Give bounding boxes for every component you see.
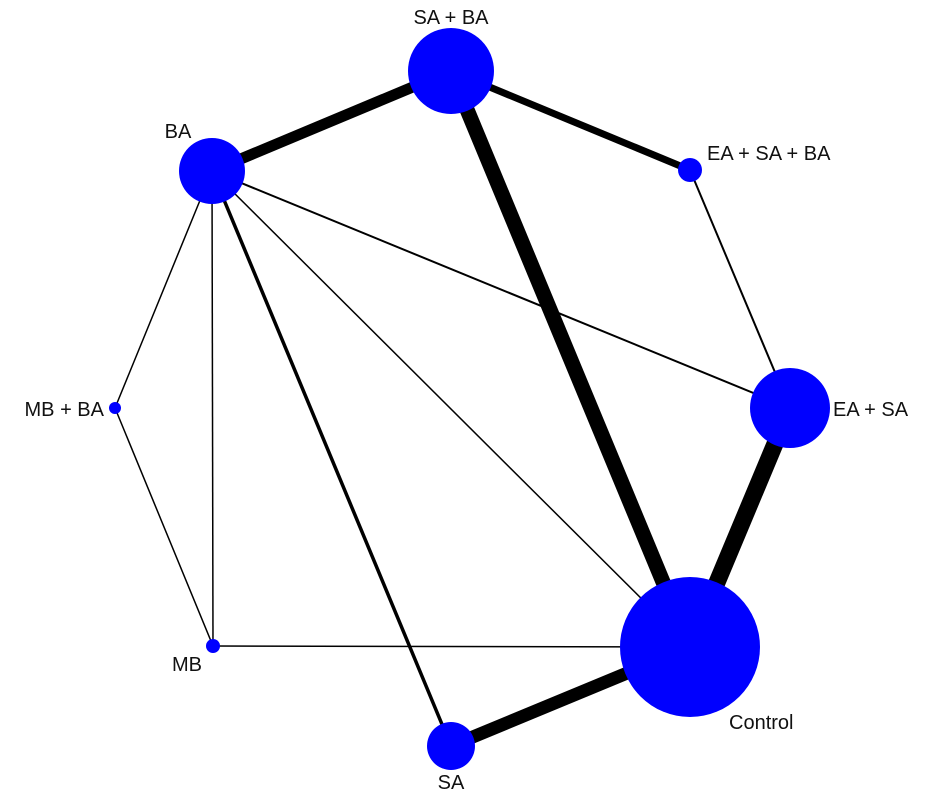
- edge-mb_ba-mb: [114, 407, 214, 647]
- node-sa: [427, 722, 475, 770]
- node-label-ba: BA: [165, 121, 192, 143]
- node-control: [620, 577, 760, 717]
- node-label-ea_sa: EA + SA: [833, 399, 909, 421]
- edge-ba-sa_ba: [209, 65, 454, 177]
- edge-ba-control: [211, 170, 691, 648]
- edge-ba-ea_sa: [211, 170, 791, 409]
- edge-ba-mb: [211, 170, 214, 647]
- node-ea_sa: [750, 368, 830, 448]
- node-label-sa: SA: [438, 772, 465, 794]
- edge-sa_ba-control: [444, 68, 697, 650]
- labels-layer: SA + BA BA EA + SA + BA MB + BA EA + SA MB Con…: [25, 7, 909, 794]
- edge-ba-sa: [210, 170, 453, 747]
- node-label-control: Control: [729, 712, 793, 734]
- node-label-mb_ba: MB + BA: [25, 399, 105, 421]
- node-sa_ba: [408, 28, 494, 114]
- edge-sa_ba-ea_sa_ba: [449, 67, 692, 174]
- node-label-mb: MB: [172, 654, 202, 676]
- edge-ba-mb_ba: [114, 170, 213, 409]
- node-mb_ba: [109, 402, 121, 414]
- node-ba: [179, 138, 245, 204]
- node-ea_sa_ba: [678, 158, 702, 182]
- node-label-ea_sa_ba: EA + SA + BA: [707, 143, 831, 165]
- edge-mb-control: [212, 645, 691, 648]
- edge-ea_sa_ba-ea_sa: [689, 169, 791, 409]
- node-mb: [206, 639, 220, 653]
- node-label-sa_ba: SA + BA: [413, 7, 489, 29]
- nodes-layer: [109, 28, 830, 770]
